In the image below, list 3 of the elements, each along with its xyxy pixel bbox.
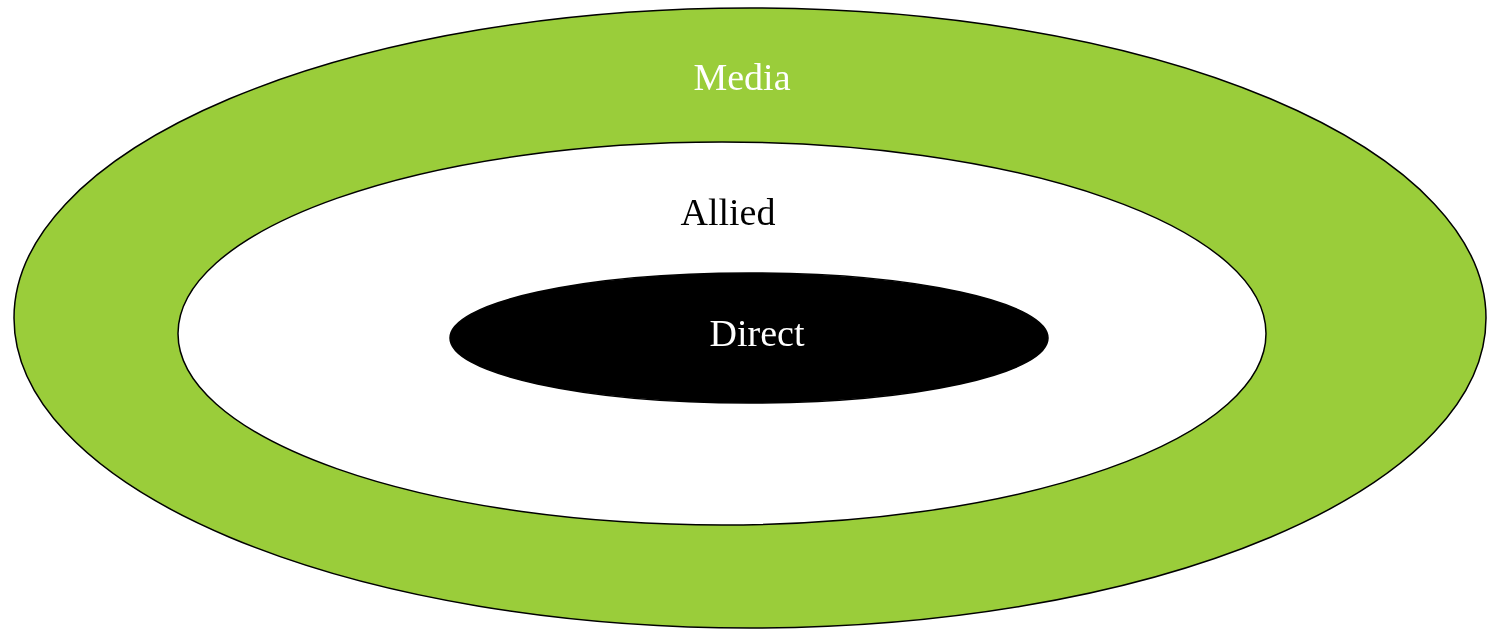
ring-label: Media bbox=[693, 58, 791, 96]
ring-label: Direct bbox=[709, 314, 805, 352]
ring-label: Allied bbox=[680, 193, 776, 231]
